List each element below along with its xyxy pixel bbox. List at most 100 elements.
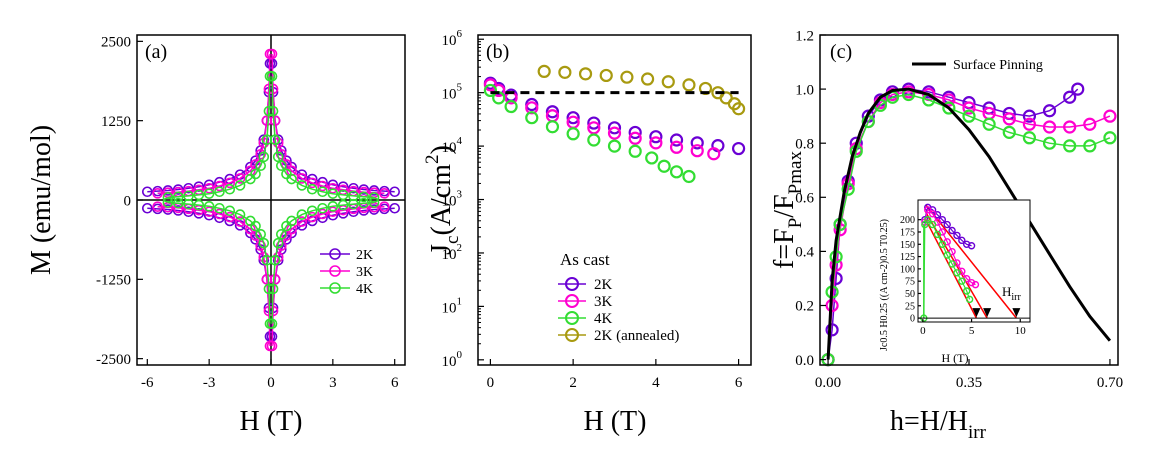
panel-a-point-4k: [261, 134, 273, 146]
panel-a-point-4k: [266, 318, 278, 330]
panel-a-point-3k: [255, 240, 266, 251]
inset-point-3k: [958, 267, 966, 276]
panel-c-marks: [821, 82, 1117, 367]
panel-b-ylabel-sup: 2: [422, 154, 443, 164]
panel-c-y-tick-label: 1.0: [795, 82, 814, 98]
panel-b-point-4k: [545, 120, 560, 134]
panel-a-point-4k: [272, 151, 284, 163]
panel-c-ylabel-p2: /F: [769, 194, 800, 217]
inset-point-2k: [943, 220, 951, 229]
panel-a-point-4k: [258, 237, 270, 249]
panel-b-point-2k-annealed-: [537, 64, 551, 78]
panel-b-point-4k: [566, 127, 580, 141]
panel-a-point-3k: [327, 206, 339, 218]
panel-a-series-line-4k: [271, 201, 375, 324]
panel-a-point-2k: [183, 206, 194, 218]
panel-b-point-4k: [657, 159, 671, 173]
panel-a-point-4k: [337, 199, 349, 211]
inset-point-3k: [948, 247, 956, 256]
inset-hirr-marker: [1012, 308, 1021, 318]
panel-c-point-4k: [1063, 139, 1077, 153]
panel-c-y-tick-label: 0.2: [795, 299, 814, 315]
panel-a-point-3k: [317, 208, 328, 220]
panel-a-point-3k: [261, 115, 273, 126]
panel-a-x-tick-label: 0: [267, 375, 275, 391]
panel-b-ylabel-rest: (A/cm: [426, 164, 457, 236]
panel-b-point-4k: [669, 165, 684, 179]
panel-a-point-4k: [255, 228, 266, 240]
inset-point-4k: [938, 240, 947, 248]
panel-a-point-4k: [286, 215, 297, 227]
inset-annotation: Hirr: [1002, 284, 1021, 303]
panel-a-label: (a): [145, 41, 167, 63]
inset-y-tick-label: 50: [905, 289, 915, 300]
panel-c-legend: Surface Pinning: [912, 58, 1043, 73]
panel-b-point-2k: [545, 105, 560, 119]
panel-b-legend-label: 2K (annealed): [594, 328, 679, 344]
panel-c-legend-label: Surface Pinning: [953, 58, 1043, 73]
panel-a-point-2k: [348, 206, 359, 218]
panel-b-point-2k-annealed-: [640, 72, 655, 86]
panel-b-point-4k: [628, 144, 642, 158]
panel-b-point-2k-annealed-: [731, 102, 746, 116]
panel-a-point-4k: [317, 202, 328, 214]
panel-b-legend-label: 4K: [594, 311, 613, 327]
panel-c-point-3k: [1103, 109, 1117, 123]
panel-a-point-2k: [389, 202, 400, 214]
inset-y-tick-label: 200: [900, 215, 915, 226]
inset-x-tick-label: 5: [969, 325, 975, 337]
inset-series-line-3k: [924, 208, 976, 286]
panel-b-label: (b): [486, 41, 509, 63]
panel-b-point-4k: [682, 169, 696, 184]
panel-a-point-3k: [276, 240, 287, 251]
panel-a-point-4k: [327, 188, 339, 199]
panel-a-point-3k: [317, 180, 328, 192]
panel-a-point-4k: [193, 199, 205, 211]
inset-point-3k: [967, 278, 976, 287]
panel-c-point-2k: [1042, 104, 1057, 118]
panel-a-legend-label: 3K: [356, 265, 373, 280]
panel-b-point-4k: [607, 139, 622, 153]
panel-a-x-tick-label: -3: [203, 375, 216, 391]
inset-annotation-main: H: [1002, 284, 1011, 299]
inset-point-3k: [953, 259, 961, 267]
panel-a-point-3k: [234, 216, 246, 227]
panel-c-point-4k: [1022, 131, 1037, 145]
panel-b-ylabel: Jc(A/cm2): [422, 145, 463, 255]
panel-a-point-3k: [306, 211, 318, 223]
inset-point-2k: [933, 211, 942, 219]
inset-fit-line: [925, 204, 1017, 319]
panel-b-ylabel-text: Jc(A/cm2): [422, 145, 463, 255]
panel-b-y-tick-label: 101: [442, 295, 463, 316]
inset-point-4k: [965, 295, 974, 304]
panel-a-point-4k: [172, 191, 184, 203]
panel-c-point-2k: [825, 323, 839, 337]
inset-point-2k: [962, 240, 971, 248]
inset-point-4k: [958, 277, 966, 285]
panel-c-point-4k: [1002, 125, 1016, 139]
panel-b-point-2k: [628, 125, 642, 140]
inset-hirr-marker: [983, 308, 992, 318]
panel-b-y-tick-exponent: 4: [457, 135, 463, 147]
panel-c-xlabel-sub: irr: [968, 422, 987, 443]
panel-a-point-3k: [258, 251, 270, 263]
panel-b-x-tick-label: 2: [569, 375, 577, 391]
panel-c-x-tick-label: 0.00: [815, 375, 841, 391]
panel-b-point-3k: [628, 131, 642, 145]
panel-b-point-2k-annealed-: [578, 67, 593, 81]
panel-a-point-2k: [389, 186, 400, 198]
panel-a-point-4k: [306, 205, 318, 217]
panel-a-point-3k: [266, 340, 278, 352]
panel-a-point-4k: [234, 180, 246, 191]
panel-c-label: (c): [830, 41, 852, 63]
panel-a-point-3k: [296, 216, 308, 227]
panel-a-point-4k: [296, 180, 308, 191]
panel-a-x-tick-label: -6: [141, 375, 154, 391]
inset-point-4k: [924, 215, 932, 224]
panel-a-point-4k: [245, 173, 256, 185]
panel-a-marks: [137, 35, 405, 365]
panel-a-point-3k: [272, 137, 284, 149]
